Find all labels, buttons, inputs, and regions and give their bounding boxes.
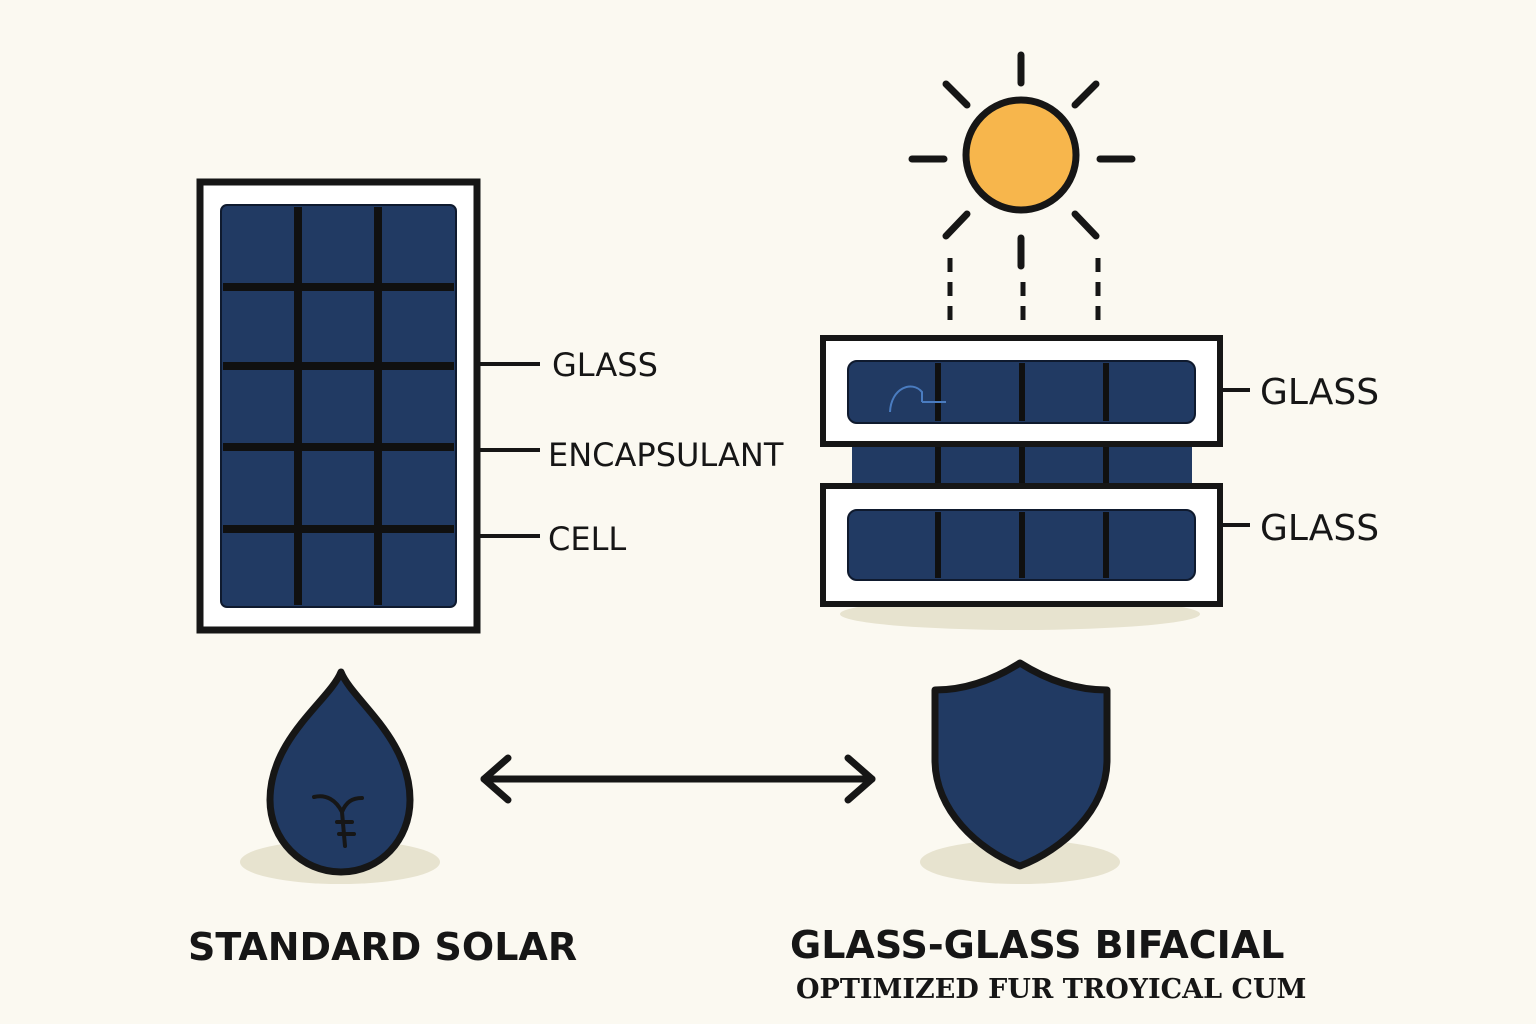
bifacial-layer-labels: GLASS GLASS: [1222, 372, 1379, 549]
layer-label-glass-bottom: GLASS: [1260, 508, 1379, 549]
standard-panel: [196, 178, 481, 634]
water-drop-icon: [240, 668, 440, 884]
layer-label-cell: CELL: [548, 520, 626, 558]
bifacial-subcaption: OPTIMIZED FUR TROYICAL CUM: [796, 974, 1306, 1005]
cell-grid: [223, 207, 454, 605]
standard-layer-labels: GLASS ENCAPSULANT CELL: [480, 346, 784, 558]
double-arrow-icon: [480, 754, 876, 804]
shield-icon: [920, 659, 1120, 884]
layer-label-glass-top: GLASS: [1260, 372, 1379, 413]
sun-rays-dashed: [947, 258, 1101, 320]
layer-label-glass: GLASS: [552, 346, 658, 384]
layer-label-encapsulant: ENCAPSULANT: [548, 436, 784, 474]
bifacial-panel: [820, 335, 1223, 630]
sun-icon: [908, 51, 1136, 320]
standard-solar-caption: STANDARD SOLAR: [188, 925, 577, 969]
bifacial-caption: GLASS-GLASS BIFACIAL: [790, 923, 1284, 967]
